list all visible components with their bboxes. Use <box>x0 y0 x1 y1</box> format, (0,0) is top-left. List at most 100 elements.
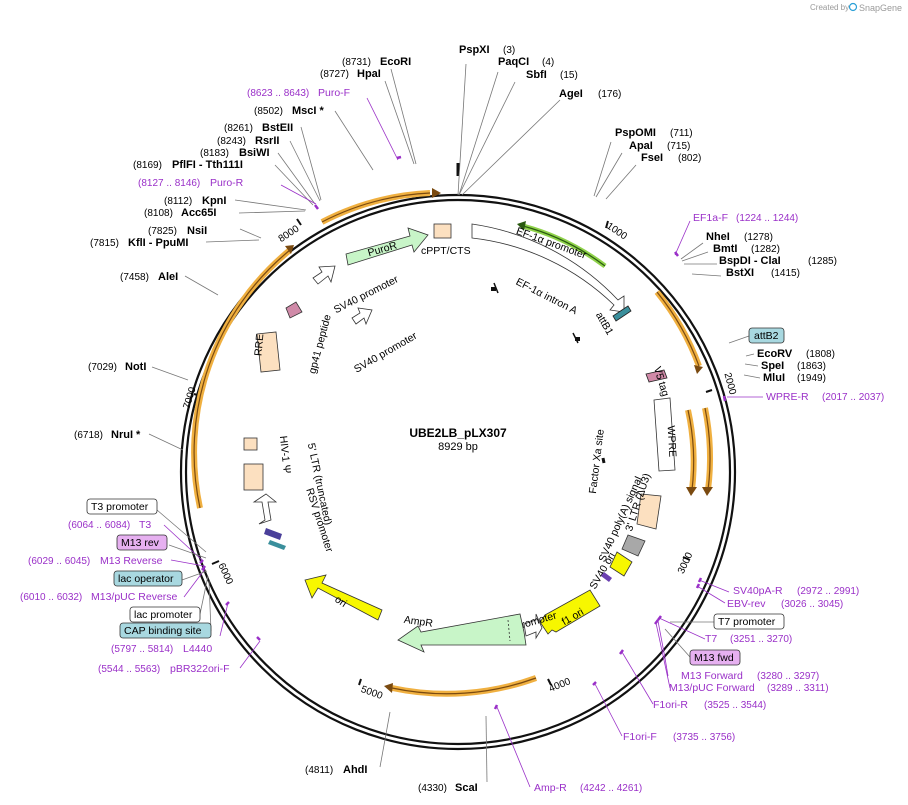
m13-fwd-box[interactable] <box>689 649 741 666</box>
site-kpni[interactable]: KpnI <box>202 195 226 207</box>
primer-puro-f[interactable]: Puro-F <box>318 87 350 99</box>
primer-l4440[interactable]: L4440 <box>183 643 212 655</box>
site-alei[interactable]: AleI <box>158 271 178 283</box>
tick-3000: 3000 <box>676 550 696 575</box>
site-bsiwi[interactable]: BsiWI <box>239 147 270 159</box>
lac-promoter-box[interactable] <box>129 606 201 623</box>
primer-wpre-r-range: (2017 .. 2037) <box>822 392 884 403</box>
site-pflfi[interactable]: PflFI - Tth111I <box>172 159 243 171</box>
site-hpai-pos: (8727) <box>320 69 349 80</box>
site-nrui[interactable]: NruI * <box>111 429 141 441</box>
m13-rev-box[interactable] <box>116 534 168 551</box>
site-bspdi-clai[interactable]: BspDI - ClaI <box>719 255 781 267</box>
primer-f1ori-r[interactable]: F1ori-R <box>653 699 688 711</box>
m13-rev-label: M13 rev <box>121 537 160 549</box>
site-kfli[interactable]: KflI - PpuMI <box>128 237 189 249</box>
site-bsteii[interactable]: BstEII <box>262 122 293 134</box>
site-paqci-pos: (4) <box>542 57 554 68</box>
wpre-box <box>653 397 676 472</box>
site-msci-pos: (8502) <box>254 106 283 117</box>
site-nhei[interactable]: NheI <box>706 231 730 243</box>
plasmid-name: UBE2LB_pLX307 <box>409 426 507 440</box>
primer-ef1a-f[interactable]: EF1a-F <box>693 212 728 224</box>
site-acc65i[interactable]: Acc65I <box>181 207 216 219</box>
site-bstxi[interactable]: BstXI <box>726 267 754 279</box>
site-pspomi[interactable]: PspOMI <box>615 127 656 139</box>
orf-arc-wpre-2 <box>702 407 714 496</box>
site-sbfi[interactable]: SbfI <box>526 69 547 81</box>
t7-promoter-box[interactable] <box>713 613 785 630</box>
site-mlui[interactable]: MluI <box>763 372 785 384</box>
sv40-promoter-2-arrow <box>351 307 373 326</box>
t7-promoter-label: T7 promoter <box>718 616 776 628</box>
site-pspomi-pos: (711) <box>670 128 693 139</box>
orf-arc-ef1a <box>654 290 703 374</box>
sv40-ori-box <box>609 551 633 577</box>
sv40-promoter-arrow <box>312 265 336 285</box>
ef1a-promoter-arrow <box>471 223 625 313</box>
site-ahdi-pos: (4811) <box>305 765 333 776</box>
primer-puro-r[interactable]: Puro-R <box>210 177 244 189</box>
ori-arrow <box>304 574 383 621</box>
primer-m13-forward[interactable]: M13 Forward <box>681 670 743 682</box>
orf-arc-left <box>191 245 294 509</box>
site-nhei-pos: (1278) <box>744 232 773 243</box>
primer-t3[interactable]: T3 <box>139 519 151 531</box>
orf-arcs <box>191 188 714 697</box>
primer-m13-reverse[interactable]: M13 Reverse <box>100 555 163 567</box>
primer-m13-puc-reverse[interactable]: M13/pUC Reverse <box>91 591 178 603</box>
site-scai[interactable]: ScaI <box>455 782 478 794</box>
primer-puro-f-range: (8623 .. 8643) <box>247 88 309 99</box>
site-rsrii-pos: (8243) <box>217 136 246 147</box>
site-bmti[interactable]: BmtI <box>713 243 737 255</box>
primer-t7-range: (3251 .. 3270) <box>730 634 792 645</box>
primer-wpre-r[interactable]: WPRE-R <box>766 391 809 403</box>
site-pspxi-pos: (3) <box>503 45 515 56</box>
ampr-promoter-divider <box>507 619 511 642</box>
site-ahdi[interactable]: AhdI <box>343 764 367 776</box>
primer-amp-r[interactable]: Amp-R <box>534 782 567 794</box>
site-leaders <box>148 63 761 783</box>
puror-label: PuroR <box>366 239 398 259</box>
sites-right: PspXI (3) PaqCI (4) SbfI (15) AgeI (176)… <box>459 44 837 384</box>
site-agei[interactable]: AgeI <box>559 88 583 100</box>
site-noti[interactable]: NotI <box>125 361 146 373</box>
primer-sv40pa-r-range: (2972 .. 2991) <box>797 586 859 597</box>
primer-sv40pa-r[interactable]: SV40pA-R <box>733 585 783 597</box>
site-paqci[interactable]: PaqCI <box>498 56 529 68</box>
primer-puro-r-range: (8127 .. 8146) <box>138 178 200 189</box>
site-alei-pos: (7458) <box>120 272 149 283</box>
primer-f1ori-f[interactable]: F1ori-F <box>623 731 657 743</box>
site-nsii[interactable]: NsiI <box>187 225 207 237</box>
factor-xa-marker <box>601 457 606 464</box>
site-fsei-pos: (802) <box>678 153 701 164</box>
tick-5000: 5000 <box>359 684 384 702</box>
primer-m13-puc-forward[interactable]: M13/pUC Forward <box>669 682 755 694</box>
ltr5-box <box>243 463 264 491</box>
m13-fwd-label: M13 fwd <box>694 652 734 664</box>
ampr-promoter-arrow <box>523 613 543 640</box>
cap-site-box[interactable] <box>119 622 212 639</box>
sv40-ori-marker <box>601 572 612 582</box>
primer-t7[interactable]: T7 <box>705 633 717 645</box>
site-rsrii[interactable]: RsrII <box>255 135 279 147</box>
site-bmti-pos: (1282) <box>751 244 780 255</box>
t3-promoter-box[interactable] <box>86 498 158 515</box>
primer-pbr322ori-f[interactable]: pBR322ori-F <box>170 663 230 675</box>
attb2-box[interactable] <box>748 327 785 344</box>
site-pspxi[interactable]: PspXI <box>459 44 490 56</box>
site-ecorv[interactable]: EcoRV <box>757 348 793 360</box>
site-spei[interactable]: SpeI <box>761 360 784 372</box>
site-apai[interactable]: ApaI <box>629 140 653 152</box>
lac-operator-box[interactable] <box>113 570 183 587</box>
gp41-marker <box>285 301 303 319</box>
site-hpai[interactable]: HpaI <box>357 68 381 80</box>
site-ecorv-pos: (1808) <box>806 349 835 360</box>
site-bsteii-pos: (8261) <box>224 123 253 134</box>
site-msci[interactable]: MscI * <box>292 105 325 117</box>
site-noti-pos: (7029) <box>88 362 117 373</box>
cppt-box <box>433 223 452 239</box>
site-fsei[interactable]: FseI <box>641 152 663 164</box>
primer-ebv-rev[interactable]: EBV-rev <box>727 598 766 610</box>
site-ecori[interactable]: EcoRI <box>380 56 411 68</box>
